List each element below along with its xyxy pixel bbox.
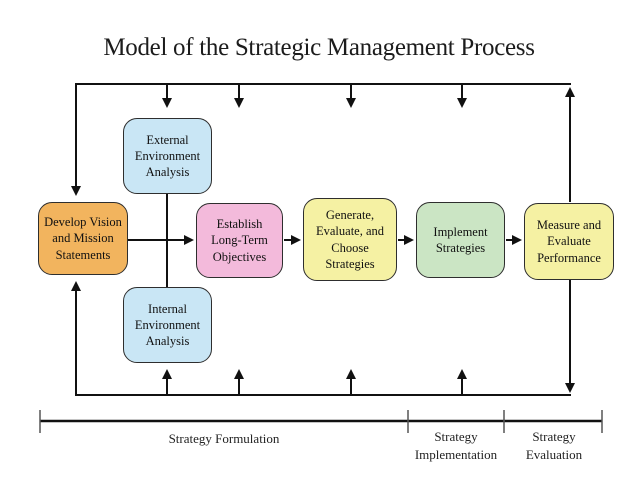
box-generate-evaluate-choose-strategies: Generate, Evaluate, and Choose Strategie…	[303, 198, 397, 281]
box-establish-long-term-objectives: Establish Long-Term Objectives	[196, 203, 283, 278]
page-title: Model of the Strategic Management Proces…	[103, 34, 535, 61]
stage-label-strategy-formulation: Strategy Formulation	[168, 431, 280, 446]
process-flow-arrows	[128, 194, 522, 287]
box-measure-evaluate-performance: Measure and Evaluate Performance	[524, 203, 614, 280]
box-external-environment-analysis: External Environment Analysis	[123, 118, 212, 194]
stage-bracket	[39, 410, 603, 433]
bottom-feedback-line	[71, 278, 575, 396]
box-implement-strategies: Implement Strategies	[416, 202, 505, 278]
box-internal-environment-analysis: Internal Environment Analysis	[123, 287, 212, 363]
box-develop-vision-mission: Develop Vision and Mission Statements	[38, 202, 128, 275]
stage-label-strategy-implementation: Strategy Implementation	[414, 429, 498, 462]
top-feedback-line	[71, 83, 575, 202]
stage-label-strategy-evaluation: Strategy Evaluation	[525, 429, 583, 462]
